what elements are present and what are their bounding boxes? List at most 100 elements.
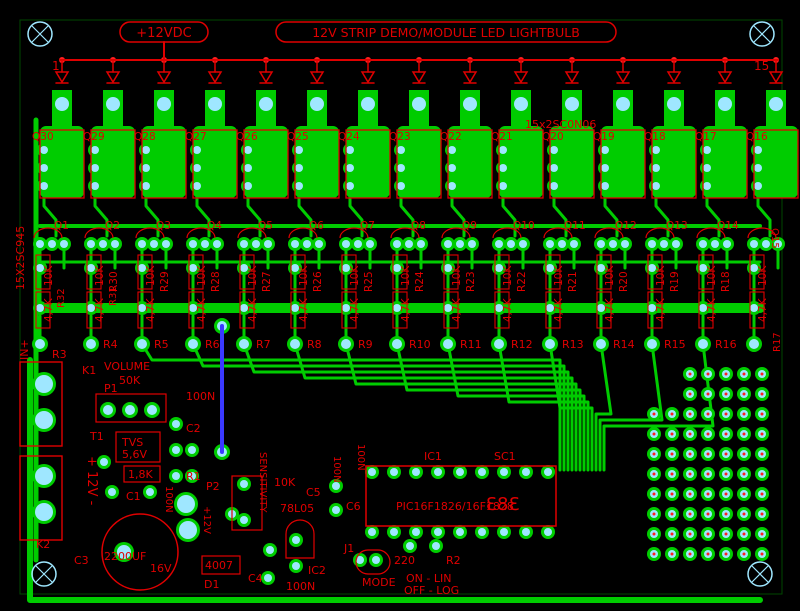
resistor-output-pad <box>698 339 708 349</box>
mounting-hole-bottom-left <box>31 561 57 587</box>
base-res-label: R20 <box>618 271 630 292</box>
mcu-socket-outline <box>365 465 557 527</box>
proto-dot <box>652 532 656 536</box>
transistor-pad <box>213 240 221 248</box>
routing-trace <box>395 342 582 472</box>
mcu-pad-top <box>544 468 552 476</box>
mosfet-pad <box>397 182 405 190</box>
base-res-label: R21 <box>567 271 579 292</box>
proto-dot <box>688 372 692 376</box>
mosfet-array-label: 15x2SC0N06 <box>525 118 596 131</box>
resistor-output-pad <box>392 339 402 349</box>
proto-dot <box>724 412 728 416</box>
mosfet-pad <box>448 182 456 190</box>
mosfet-pad <box>652 182 660 190</box>
base-res-value: 10K <box>298 265 310 286</box>
mosfet-pad <box>601 146 609 154</box>
base-resistor-pad <box>699 264 707 272</box>
mosfet-label: Q24 <box>338 131 360 143</box>
pull-resistor-pad <box>240 304 248 312</box>
mosfet-outline <box>600 129 646 199</box>
c4-label: C4 <box>248 572 263 585</box>
transistor-pad <box>315 240 323 248</box>
component-pad <box>292 562 300 570</box>
base-resistor-pad <box>189 264 197 272</box>
proto-dot <box>652 512 656 516</box>
mosfet-outline <box>498 129 544 199</box>
component-pad <box>356 556 364 564</box>
transistor-outline <box>84 227 114 239</box>
proto-dot <box>652 552 656 556</box>
proto-dot <box>760 392 764 396</box>
proto-dot <box>760 432 764 436</box>
base-res-value: 10K <box>400 265 412 286</box>
base-res-label: R27 <box>261 271 273 292</box>
proto-dot <box>760 412 764 416</box>
base-res-label: R28 <box>210 271 222 292</box>
output-res-label: R10 <box>409 338 431 351</box>
pot-value-label: 50K <box>119 374 141 387</box>
pull-resistor-outline <box>392 291 408 329</box>
base-res-value: 10K <box>502 265 514 286</box>
base-resistor-pad <box>291 264 299 272</box>
output-pad <box>208 97 222 111</box>
mosfet-copper <box>91 126 135 198</box>
p1-pad <box>103 405 113 415</box>
c3-pad <box>117 545 131 559</box>
q15-side-label: Q15 <box>769 228 780 249</box>
transistor-pad <box>366 240 374 248</box>
proto-dot <box>706 452 710 456</box>
proto-dot <box>724 512 728 516</box>
transistor-pad <box>774 240 782 248</box>
k1-pad <box>35 375 53 393</box>
resistor-output-pad <box>35 339 45 349</box>
pull-res-value: 4,7K <box>451 297 463 322</box>
proto-dot <box>688 452 692 456</box>
mosfet-label: Q25 <box>287 131 309 143</box>
base-res-label: R29 <box>159 271 171 292</box>
mosfet-outline <box>39 129 85 199</box>
pull-res-value: 4,7K <box>757 297 769 322</box>
mcu-name-label: PIC16F1826/16F1828 <box>396 500 514 513</box>
pull-resistor-outline <box>494 291 510 329</box>
mosfet-label: Q22 <box>440 131 462 143</box>
routing-trace <box>293 342 574 472</box>
c6-label: C6 <box>346 500 361 513</box>
d1-label: D1 <box>204 578 219 591</box>
transistor-pad <box>99 240 107 248</box>
output-res-label: R16 <box>715 338 737 351</box>
proto-dot <box>670 432 674 436</box>
mosfet-label: Q26 <box>236 131 258 143</box>
pull-res-value: 4,7K <box>655 297 667 322</box>
base-res-value: 10K <box>196 265 208 286</box>
output-pad <box>157 97 171 111</box>
output-pad <box>259 97 273 111</box>
mcu-pad-top <box>368 468 376 476</box>
pull-res-value: 4,7K <box>502 297 514 322</box>
ic2-label: IC2 <box>308 564 326 577</box>
routing-trace <box>497 342 590 472</box>
pull-resistor-pad <box>291 304 299 312</box>
transistor-outline <box>33 227 63 239</box>
transistor-pad <box>444 240 452 248</box>
proto-dot <box>724 492 728 496</box>
r1-label: R1 <box>186 470 201 483</box>
proto-dot <box>742 552 746 556</box>
mosfet-copper <box>142 126 186 198</box>
proto-dot <box>652 412 656 416</box>
transistor-pad <box>417 240 425 248</box>
mosfet-outline <box>549 129 595 199</box>
proto-dot <box>742 372 746 376</box>
base-resistor-outline <box>290 254 306 290</box>
mosfet-copper <box>193 126 237 198</box>
pull-resistor-pad <box>36 304 44 312</box>
proto-dot <box>706 532 710 536</box>
diode-last-label: 15 <box>754 59 769 73</box>
mosfet-outline <box>345 129 391 199</box>
mosfet-outline <box>192 129 238 199</box>
proto-dot <box>724 432 728 436</box>
transistor-pad <box>87 240 95 248</box>
resistor-output-pad <box>545 339 555 349</box>
proto-dot <box>760 532 764 536</box>
transistor-outline <box>339 227 369 239</box>
